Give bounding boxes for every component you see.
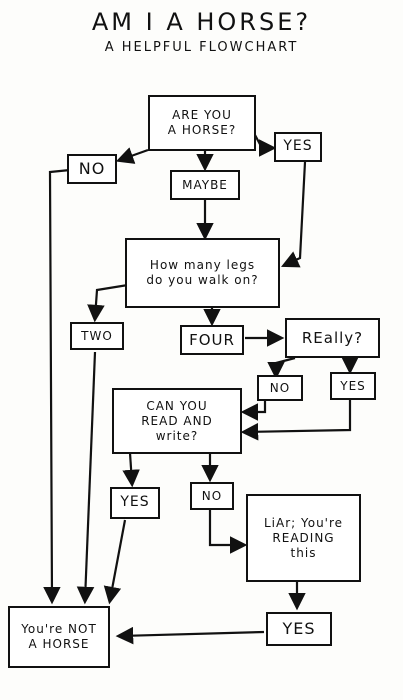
edge-horse-to-yes xyxy=(254,134,277,157)
node-yes-really-label: YES xyxy=(340,378,366,393)
edge-yesbottom-to-not-horse xyxy=(115,626,265,645)
node-liar-label: LiAr; You're READING this xyxy=(263,515,344,560)
node-yes-read-label: YES xyxy=(120,494,150,511)
edge-legs-to-two xyxy=(87,283,129,323)
node-really: REally? xyxy=(285,318,380,358)
edge-no-to-not-horse xyxy=(43,168,71,605)
node-no-top-label: NO xyxy=(78,159,106,178)
flowchart-subtitle: A HELPFUL FLOWCHART xyxy=(104,40,299,55)
node-yes-top-label: YES xyxy=(283,138,313,155)
node-liar: LiAr; You're READING this xyxy=(246,494,361,582)
node-how-many-legs: How many legs do you walk on? xyxy=(125,238,280,308)
node-four-label: FOUR xyxy=(189,330,235,349)
edge-yesreally-to-read xyxy=(240,400,352,441)
node-yes-read: YES xyxy=(110,487,160,519)
node-are-you-a-horse: ARE YOU A HORSE? xyxy=(148,95,256,151)
node-no-really-label: NO xyxy=(269,380,291,395)
node-can-you-read-label: CAN YOU READ AND write? xyxy=(141,398,213,443)
edge-horse-to-no xyxy=(115,147,149,164)
node-yes-bottom-label: YES xyxy=(282,619,316,638)
node-really-label: REally? xyxy=(301,328,364,347)
node-maybe: MAYBE xyxy=(170,170,240,200)
node-how-many-legs-label: How many legs do you walk on? xyxy=(146,258,259,287)
node-can-you-read: CAN YOU READ AND write? xyxy=(112,388,242,454)
edge-noread-to-liar xyxy=(208,510,248,554)
edge-really-to-no xyxy=(267,356,296,380)
node-no-top: NO xyxy=(67,154,117,184)
edge-yes-to-legs xyxy=(281,161,307,268)
node-are-you-a-horse-label: ARE YOU A HORSE? xyxy=(167,108,237,137)
edge-yesread-to-not-horse xyxy=(103,519,127,605)
edge-two-to-not-horse xyxy=(76,351,97,605)
edge-noreally-to-read xyxy=(240,398,267,421)
node-maybe-label: MAYBE xyxy=(182,177,228,192)
node-two-label: TWO xyxy=(81,328,113,343)
node-yes-bottom: YES xyxy=(266,612,332,646)
node-yes-top: YES xyxy=(274,132,322,162)
node-no-read: NO xyxy=(190,482,234,510)
node-not-a-horse-label: You're NOT A HORSE xyxy=(21,622,97,651)
node-yes-really: YES xyxy=(330,372,376,400)
edge-read-to-yes xyxy=(122,452,140,488)
flowchart-title: AM I A HORSE? xyxy=(91,8,312,36)
node-not-a-horse: You're NOT A HORSE xyxy=(8,606,110,668)
node-no-really: NO xyxy=(257,375,303,401)
node-four: FOUR xyxy=(180,325,244,355)
node-no-read-label: NO xyxy=(201,488,223,503)
node-two: TWO xyxy=(70,322,124,350)
